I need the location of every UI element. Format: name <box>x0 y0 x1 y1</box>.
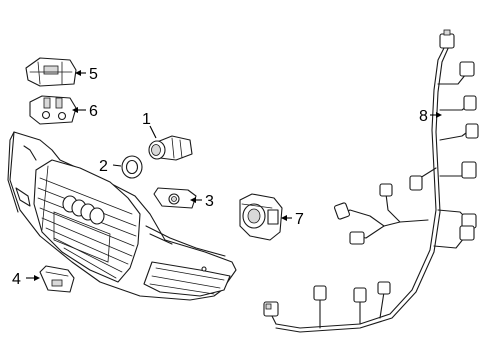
sensor-holder <box>29 95 77 125</box>
callout-4: 4 <box>12 271 40 288</box>
callout-2: 2 <box>99 158 122 175</box>
parking-sensor <box>148 135 193 161</box>
callout-number-3: 3 <box>205 193 214 210</box>
callout-number-2: 2 <box>99 158 108 175</box>
mounting-bracket <box>25 57 77 87</box>
callout-number-6: 6 <box>89 103 98 120</box>
callout-8: 8 <box>419 108 442 125</box>
sensor-ring <box>121 155 143 179</box>
callout-6: 6 <box>72 103 98 120</box>
callout-3: 3 <box>190 193 214 210</box>
callout-number-5: 5 <box>89 66 98 83</box>
callout-number-1: 1 <box>142 111 151 128</box>
callout-1: 1 <box>142 111 157 139</box>
callout-number-7: 7 <box>295 211 304 228</box>
wiring-harness <box>263 29 479 333</box>
callout-5: 5 <box>75 66 98 83</box>
grille <box>33 159 141 283</box>
sensor-bracket <box>153 187 197 209</box>
callout-number-4: 4 <box>12 271 21 288</box>
callout-7: 7 <box>281 211 304 228</box>
control-module <box>239 193 283 241</box>
retainer-clip <box>39 265 75 293</box>
callout-number-8: 8 <box>419 108 428 125</box>
